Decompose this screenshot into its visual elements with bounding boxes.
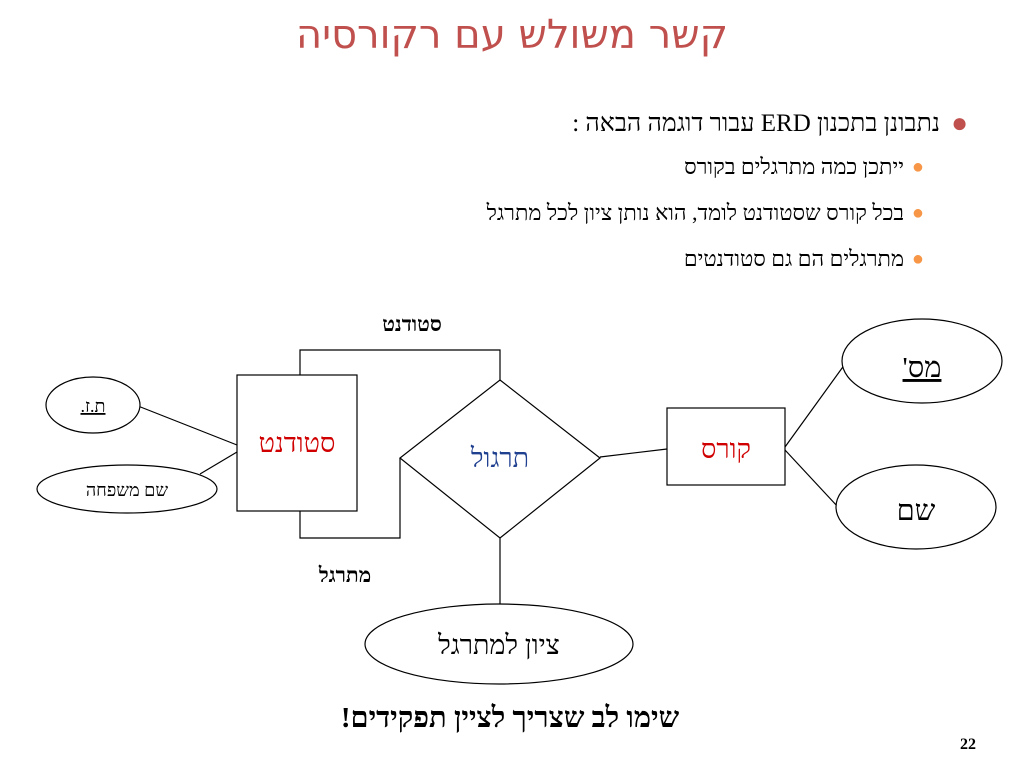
bullet-dot-icon: ● bbox=[911, 156, 924, 178]
sub-bullet-text: בכל קורס שסטודנט לומד, הוא נותן ציון לכל… bbox=[486, 200, 904, 225]
relationship-label: תרגול bbox=[470, 443, 529, 473]
attribute-last-name-label: שם משפחה bbox=[86, 480, 169, 500]
relationship-diamond bbox=[399, 379, 601, 539]
role-student-label: סטודנט bbox=[382, 312, 442, 336]
connector-line bbox=[784, 449, 839, 508]
bullet-dot-icon: ● bbox=[951, 108, 968, 139]
roles-note: שימו לב שצריך לציין תפקידים! bbox=[341, 702, 680, 734]
sub-bullet: ● ייתכן כמה מתרגלים בקורס bbox=[202, 144, 924, 190]
attribute-grade-label: ציון למתרגל bbox=[437, 630, 560, 660]
role-line-tutor bbox=[299, 458, 401, 539]
main-bullet-text: נתבונן בתכנון ERD עבור דוגמה הבאה : bbox=[572, 110, 940, 137]
attribute-id bbox=[45, 376, 141, 434]
attribute-grade bbox=[364, 603, 634, 685]
slide-title: קשר משולש עם רקורסיה bbox=[296, 12, 728, 58]
attribute-course-num bbox=[841, 318, 1003, 404]
role-line-student bbox=[299, 349, 501, 380]
connector-line bbox=[199, 451, 238, 475]
page-number: 22 bbox=[960, 736, 976, 753]
bullet-dot-icon: ● bbox=[911, 202, 924, 224]
attribute-id-label: ת.ז. bbox=[81, 396, 106, 416]
sub-bullet-text: מתרגלים הם גם סטודנטים bbox=[683, 246, 904, 271]
sub-bullet: ● בכל קורס שסטודנט לומד, הוא נותן ציון ל… bbox=[202, 190, 924, 236]
attribute-course-name bbox=[835, 464, 997, 550]
attribute-last-name bbox=[36, 464, 218, 514]
attribute-course-name-label: שם bbox=[897, 495, 936, 527]
sub-bullet-text: ייתכן כמה מתרגלים בקורס bbox=[684, 154, 904, 179]
entity-student-label: סטודנט bbox=[259, 428, 336, 458]
attribute-course-num-label: מס' bbox=[903, 352, 942, 384]
entity-course bbox=[666, 407, 786, 486]
sub-bullet: ● מתרגלים הם גם סטודנטים bbox=[202, 236, 924, 282]
bullet-dot-icon: ● bbox=[911, 248, 924, 270]
entity-student bbox=[236, 374, 358, 512]
entity-course-label: קורס bbox=[701, 434, 751, 464]
connector-line bbox=[784, 363, 846, 448]
role-tutor-label: מתרגל bbox=[318, 563, 371, 587]
main-bullet: ● נתבונן בתכנון ERD עבור דוגמה הבאה : bbox=[202, 104, 968, 144]
bullet-list: ● נתבונן בתכנון ERD עבור דוגמה הבאה : ● … bbox=[202, 104, 968, 282]
connector-line bbox=[599, 448, 668, 458]
connector-line bbox=[137, 405, 238, 446]
